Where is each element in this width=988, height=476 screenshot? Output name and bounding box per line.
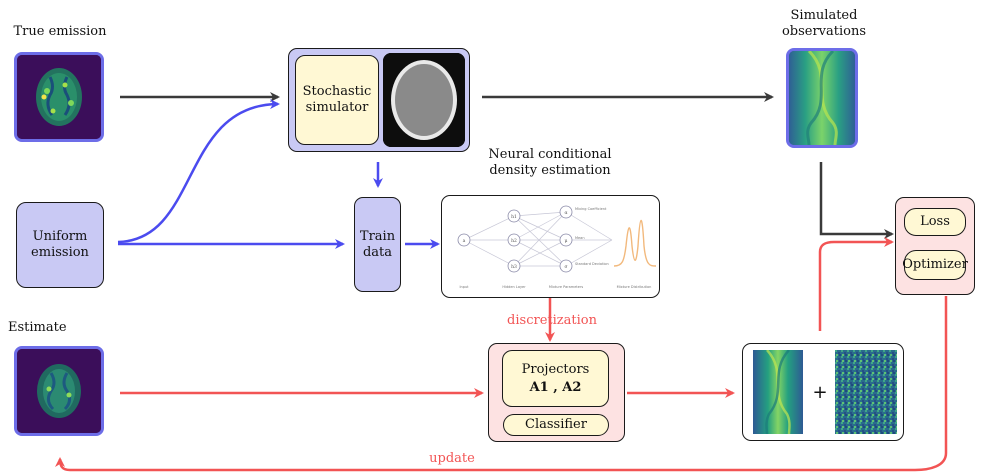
nn-node-sigma: σ <box>564 265 567 270</box>
projectors-math: A1 , A2 <box>529 379 582 395</box>
arrow-observations-to-loss <box>819 162 894 239</box>
noise-image <box>835 350 897 434</box>
nn-annotation-mean: Mean <box>575 236 585 240</box>
true-emission-image <box>14 52 104 142</box>
arrow-update <box>55 296 948 472</box>
brain-image-icon <box>17 55 101 139</box>
nn-layer-hidden: Hidden Layer <box>502 285 526 289</box>
plus-sign: + <box>812 382 828 403</box>
classifier-box: Classifier <box>503 414 609 436</box>
estimate-image <box>14 346 104 436</box>
loss-label: Loss <box>920 214 950 229</box>
nn-annotation-std: Standard Deviation <box>575 262 609 266</box>
nn-node-h2: h2 <box>511 238 517 244</box>
simulated-observations-image <box>786 48 858 148</box>
arrow-outputs-to-loss <box>818 237 894 331</box>
noise-texture-icon <box>835 350 897 434</box>
classifier-label: Classifier <box>525 417 587 432</box>
brain-image-icon <box>17 349 101 433</box>
projected-sinogram-image <box>753 350 803 434</box>
uniform-emission-box: Uniform emission <box>16 202 104 288</box>
mixture-curve <box>613 219 657 267</box>
stochastic-simulator-label: Stochastic simulator <box>302 84 372 115</box>
sinogram-icon <box>753 350 803 434</box>
neural-cde-label: Neural conditional density estimation <box>488 147 612 178</box>
nn-annotation-mixing: Mixing Coefficient <box>575 207 607 211</box>
nn-node-input: a <box>463 239 466 244</box>
sinogram-icon <box>789 51 855 145</box>
arrow-uniform-to-simulator <box>117 99 280 244</box>
ct-phantom-image <box>383 53 465 147</box>
loss-optimizer-container: Loss Optimizer <box>895 197 975 295</box>
estimate-label: Estimate <box>8 320 67 335</box>
stochastic-simulator-container: Stochastic simulator <box>288 48 470 152</box>
discretization-label: discretization <box>507 313 597 328</box>
simulated-observations-label: Simulated observations <box>781 8 867 39</box>
uniform-emission-label: Uniform emission <box>31 229 89 260</box>
mixture-density-network-diagram: a h1 h2 h3 α μ σ Mixing Coefficient Mean… <box>457 205 657 289</box>
optimizer-label: Optimizer <box>902 257 968 272</box>
projection-output-box: + <box>742 343 904 441</box>
nn-node-alpha: α <box>564 211 567 216</box>
projectors-classifier-container: Projectors A1 , A2 Classifier <box>488 343 625 442</box>
update-label: update <box>429 451 475 466</box>
projectors-box: Projectors A1 , A2 <box>502 350 609 407</box>
head-phantom-icon <box>383 53 465 147</box>
nn-node-h3: h3 <box>511 264 517 270</box>
train-data-box: Train data <box>354 197 401 292</box>
nn-node-h1: h1 <box>511 214 517 220</box>
nn-layer-mixture-dist: Mixture Distribution <box>617 285 652 289</box>
train-data-label: Train data <box>359 228 396 260</box>
loss-box: Loss <box>904 208 966 236</box>
nn-layer-input: Input <box>459 285 469 289</box>
neural-cde-box: a h1 h2 h3 α μ σ Mixing Coefficient Mean… <box>441 195 660 298</box>
true-emission-label: True emission <box>13 24 107 39</box>
projectors-label: Projectors <box>521 361 590 377</box>
nn-layer-mixture-params: Mixture Parameters <box>549 285 583 289</box>
optimizer-box: Optimizer <box>902 250 968 280</box>
nn-node-mu: μ <box>565 239 568 244</box>
stochastic-simulator-box: Stochastic simulator <box>295 55 379 145</box>
